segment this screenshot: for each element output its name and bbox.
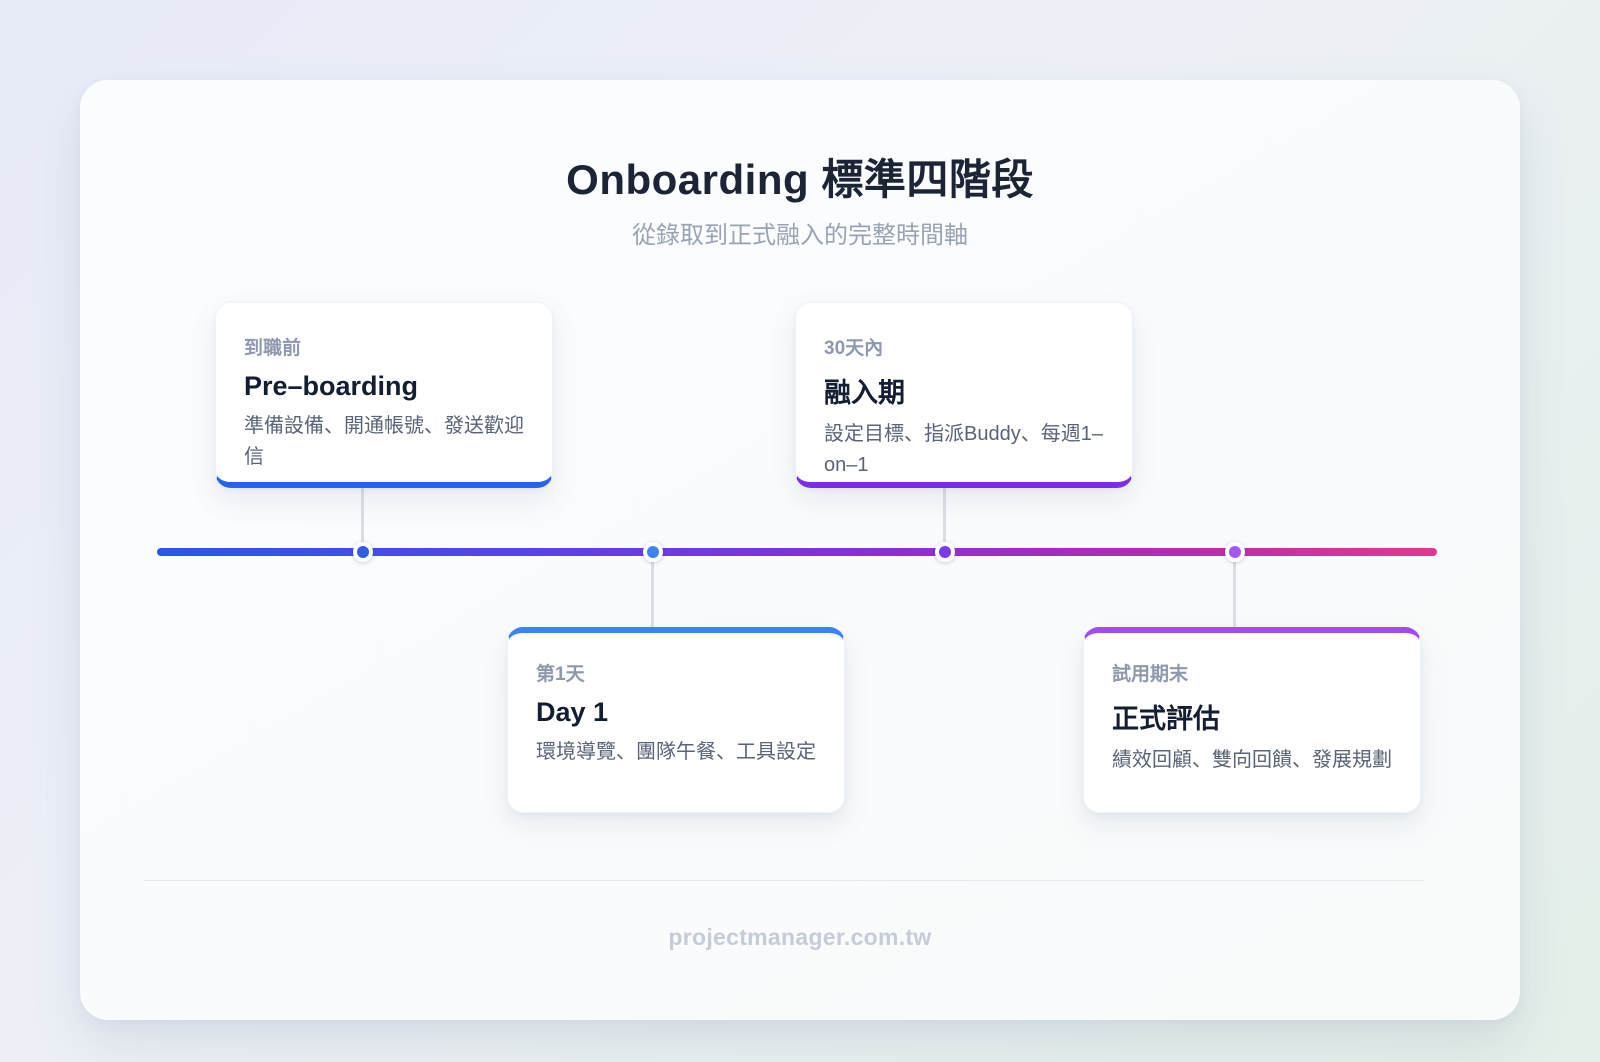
stage-period-label: 試用期末: [1112, 664, 1189, 685]
connector-pre-boarding: [361, 488, 364, 548]
timeline-dot-day-1: [643, 542, 663, 562]
timeline-line: [157, 548, 1437, 556]
stage-title: Day 1: [536, 697, 609, 727]
timeline-dot-pre-boarding: [353, 542, 373, 562]
stage-period-label: 到職前: [244, 338, 302, 359]
stage-period-label: 第1天: [536, 664, 585, 685]
timeline-dot-evaluation: [1225, 542, 1245, 562]
connector-integration: [943, 488, 946, 548]
connector-day-1: [651, 556, 654, 627]
stage-card-integration: 30天內 融入期 設定目標、指派Buddy、每週1–on–1: [795, 302, 1133, 488]
page-subtitle: 從錄取到正式融入的完整時間軸: [632, 222, 968, 249]
stage-title: 融入期: [824, 378, 905, 408]
stage-card-day-1: 第1天 Day 1 環境導覽、團隊午餐、工具設定: [507, 627, 845, 813]
stage-description: 設定目標、指派Buddy、每週1–on–1: [824, 423, 1103, 476]
stage-description: 績效回顧、雙向回饋、發展規劃: [1112, 749, 1392, 771]
timeline-dot-integration: [935, 542, 955, 562]
stage-description: 準備設備、開通帳號、發送歡迎信: [244, 415, 524, 468]
stage-title: Pre–boarding: [244, 371, 419, 401]
page-title: Onboarding 標準四階段: [566, 156, 1034, 203]
stage-title: 正式評估: [1112, 704, 1220, 734]
footer-watermark: projectmanager.com.tw: [668, 924, 932, 950]
stage-period-label: 30天內: [824, 338, 884, 359]
stage-description: 環境導覽、團隊午餐、工具設定: [536, 741, 816, 763]
stage-card-pre-boarding: 到職前 Pre–boarding 準備設備、開通帳號、發送歡迎信: [215, 302, 553, 488]
footer-divider: [144, 880, 1424, 881]
connector-evaluation: [1233, 556, 1236, 627]
stage-card-evaluation: 試用期末 正式評估 績效回顧、雙向回饋、發展規劃: [1083, 627, 1421, 813]
